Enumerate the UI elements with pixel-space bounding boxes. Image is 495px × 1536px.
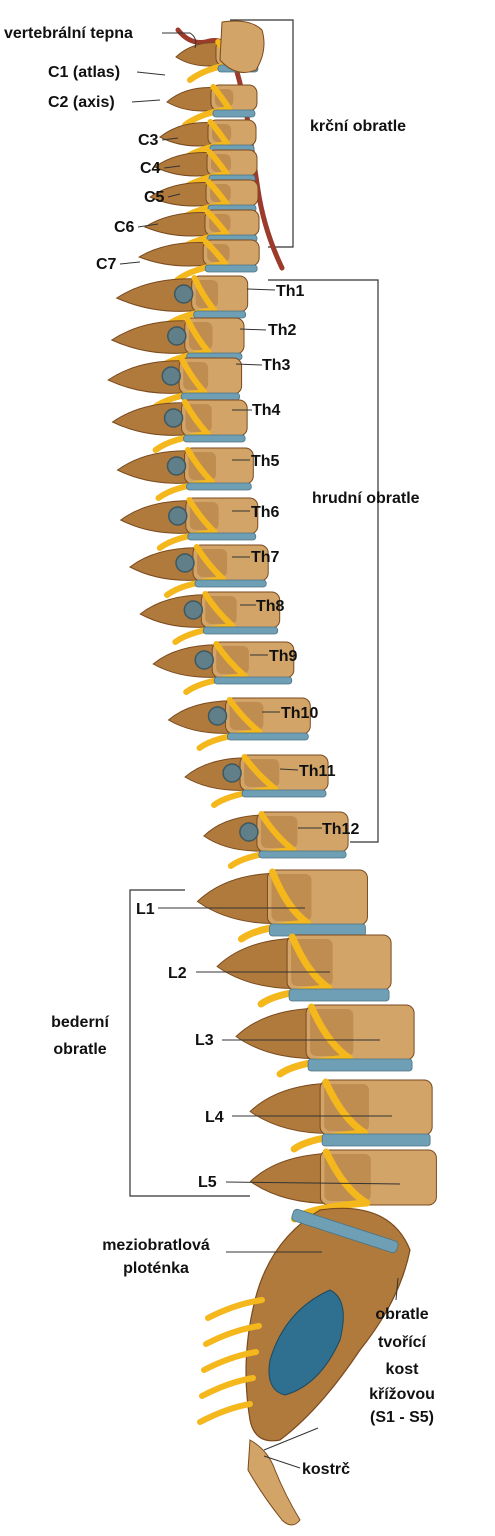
label-disc-line1: meziobratlová bbox=[102, 1237, 210, 1254]
sacral-nerve-1 bbox=[205, 1297, 265, 1321]
disc-th6 bbox=[187, 532, 257, 541]
rib-facet-th2 bbox=[167, 326, 187, 346]
label-lumbar-group-line2: obratle bbox=[53, 1041, 107, 1058]
disc-l2 bbox=[288, 988, 390, 1002]
disc-th9 bbox=[213, 676, 293, 685]
label-th12: Th12 bbox=[322, 821, 360, 838]
label-th5: Th5 bbox=[251, 453, 280, 470]
disc-c2 bbox=[212, 109, 256, 118]
label-thoracic-group: hrudní obratle bbox=[312, 490, 420, 507]
leader-c4 bbox=[163, 165, 181, 169]
dens-axis bbox=[219, 20, 265, 73]
disc-th7 bbox=[194, 579, 267, 588]
label-l1: L1 bbox=[136, 901, 155, 918]
rib-facet-th1 bbox=[173, 284, 194, 304]
leader-lines bbox=[119, 32, 401, 1469]
label-th4: Th4 bbox=[252, 402, 281, 419]
leader-l5 bbox=[225, 1181, 401, 1185]
label-l4: L4 bbox=[205, 1109, 224, 1126]
disc-th11 bbox=[241, 789, 327, 798]
rib-facet-th8 bbox=[183, 600, 204, 620]
leader-vertebral-artery bbox=[162, 32, 197, 49]
leader-sacrum bbox=[395, 1277, 399, 1301]
label-l5: L5 bbox=[198, 1174, 217, 1191]
leader-th11 bbox=[279, 768, 299, 771]
rib-facet-th11 bbox=[222, 763, 242, 783]
label-c5: C5 bbox=[144, 189, 165, 206]
label-sacrum-line5: (S1 - S5) bbox=[369, 1409, 434, 1426]
label-disc-line2: ploténka bbox=[123, 1260, 189, 1277]
leader-c1 bbox=[136, 71, 166, 76]
group-brackets bbox=[129, 19, 379, 1197]
label-l3: L3 bbox=[195, 1032, 214, 1049]
label-th6: Th6 bbox=[251, 504, 280, 521]
disc-th10 bbox=[227, 732, 309, 741]
label-c6: C6 bbox=[114, 219, 135, 236]
thoracic-bracket bbox=[268, 279, 379, 843]
label-th9: Th9 bbox=[269, 648, 298, 665]
rib-facet-th10 bbox=[207, 706, 228, 726]
label-th3: Th3 bbox=[262, 357, 291, 374]
label-vertebral-artery: vertebrální tepna bbox=[4, 25, 133, 42]
label-c2: C2 (axis) bbox=[48, 94, 115, 111]
label-c7: C7 bbox=[96, 256, 117, 273]
sacral-canal bbox=[268, 1289, 344, 1396]
rib-facet-th12 bbox=[239, 822, 259, 842]
label-l2: L2 bbox=[168, 965, 187, 982]
lumbar-bracket bbox=[129, 889, 250, 1197]
disc-th3 bbox=[180, 392, 240, 401]
label-sacrum-line4: křížovou bbox=[369, 1386, 435, 1403]
leader-th2 bbox=[239, 328, 267, 331]
coccyx bbox=[247, 1439, 301, 1526]
disc-th12 bbox=[258, 850, 347, 859]
label-c4: C4 bbox=[140, 160, 161, 177]
leader-c5 bbox=[167, 193, 181, 198]
label-c3: C3 bbox=[138, 132, 159, 149]
sacral-nerve-3 bbox=[201, 1349, 259, 1373]
leader-c2 bbox=[131, 99, 161, 103]
rib-facet-th6 bbox=[168, 506, 188, 526]
leader-coccyx bbox=[263, 1427, 319, 1469]
rib-facet-th5 bbox=[166, 456, 187, 476]
rib-facet-th3 bbox=[161, 366, 181, 386]
cervical-bracket bbox=[230, 19, 294, 248]
vertebral-column bbox=[107, 20, 437, 1526]
label-sacrum-line1: obratle bbox=[375, 1306, 429, 1323]
leader-c7 bbox=[119, 261, 141, 265]
disc-th5 bbox=[186, 482, 252, 491]
rib-facet-th4 bbox=[163, 408, 184, 428]
label-th7: Th7 bbox=[251, 549, 280, 566]
rib-facet-th7 bbox=[175, 553, 195, 573]
disc-l3 bbox=[307, 1058, 413, 1072]
lumbosacral-disc bbox=[291, 1208, 399, 1254]
label-th10: Th10 bbox=[281, 705, 319, 722]
leader-c3 bbox=[161, 137, 179, 141]
label-coccyx: kostrč bbox=[302, 1461, 351, 1478]
label-sacrum-line2: tvořící bbox=[377, 1334, 426, 1351]
label-cervical-group: krční obratle bbox=[310, 118, 407, 135]
label-c1: C1 (atlas) bbox=[48, 64, 121, 81]
leader-c6 bbox=[137, 223, 159, 228]
disc-c7 bbox=[204, 264, 258, 273]
disc-th4 bbox=[183, 434, 246, 443]
disc-l1 bbox=[269, 923, 366, 937]
label-th11: Th11 bbox=[299, 763, 336, 780]
sacral-nerve-4 bbox=[199, 1375, 256, 1399]
disc-th8 bbox=[202, 626, 279, 635]
leader-th3 bbox=[235, 363, 263, 366]
label-lumbar-group-line1: bederní bbox=[51, 1014, 109, 1031]
label-th8: Th8 bbox=[256, 598, 285, 615]
label-th1: Th1 bbox=[276, 283, 305, 300]
sacral-nerve-2 bbox=[203, 1323, 262, 1347]
rib-facet-th9 bbox=[194, 650, 214, 670]
disc-th1 bbox=[193, 310, 247, 319]
leader-th1 bbox=[246, 288, 276, 291]
disc-l4 bbox=[321, 1133, 431, 1147]
label-th2: Th2 bbox=[268, 322, 297, 339]
sacral-nerve-5 bbox=[197, 1401, 253, 1425]
label-sacrum-line3: kost bbox=[385, 1361, 419, 1378]
